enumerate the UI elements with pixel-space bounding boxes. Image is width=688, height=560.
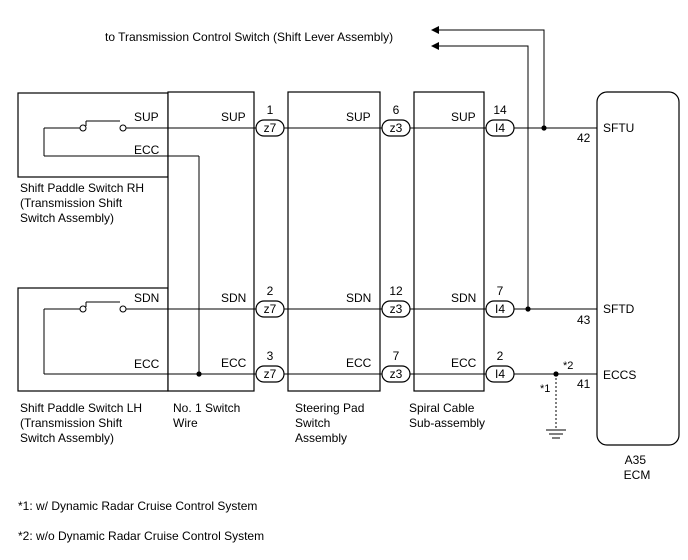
switch-wire-ecc-label: ECC [221,356,247,370]
connector-z3-ecc-text: z3 [390,367,403,381]
spiral-cable-sdn-label: SDN [451,291,476,305]
rh-ecc-label: ECC [134,143,160,157]
switch-wire-name: No. 1 Switch Wire [173,401,244,430]
no1-switch-wire-box [167,91,255,392]
ecm-sftu-label: SFTU [603,121,634,135]
footnote-2: *2: w/o Dynamic Radar Cruise Control Sys… [18,529,264,543]
ecm-pin-eccs: 41 [577,377,591,391]
rh-switch-contact-icon [119,124,127,132]
rh-sup-label: SUP [134,110,159,124]
spiral-cable-ecc-label: ECC [451,356,477,370]
spiral-cable-sup-label: SUP [451,110,476,124]
pin-z3-sup: 6 [393,103,400,117]
connector-z3-sup-text: z3 [390,121,403,135]
ecm-eccs-label: ECCS [603,368,636,382]
pin-z7-sup: 1 [267,103,274,117]
sdn-splice-dot [525,306,531,312]
switch-wire-sdn-label: SDN [221,291,246,305]
pin-i4-sdn: 7 [497,284,504,298]
ecm-pin-sftu: 42 [577,131,591,145]
mark-1: *1 [540,383,550,395]
lh-switch-contact-icon [79,305,87,313]
ecm-box [596,91,680,446]
lh-switch-contact-icon [119,305,127,313]
connector-z3-ecc [381,365,411,383]
rh-switch-contact-icon [79,124,87,132]
sup-splice-dot [541,125,547,131]
ecm-name: A35 ECM [624,453,651,482]
pin-z7-sdn: 2 [267,284,274,298]
connector-z3-sdn-text: z3 [390,302,403,316]
connector-z7-ecc [255,365,285,383]
top-note: to Transmission Control Switch (Shift Le… [105,30,393,44]
connector-i4-sup [485,119,515,137]
ecm-sftd-label: SFTD [603,302,635,316]
connector-i4-sdn [485,300,515,318]
connector-z7-sdn [255,300,285,318]
connector-z3-sdn [381,300,411,318]
connector-i4-sdn-text: I4 [495,302,505,316]
mark-2: *2 [563,360,573,372]
pin-i4-ecc: 2 [497,349,504,363]
connector-z7-sdn-text: z7 [264,302,277,316]
connector-i4-ecc-text: I4 [495,367,505,381]
arrow-sup-to-lever [431,26,545,127]
pin-z7-ecc: 3 [267,349,274,363]
connector-z7-sup-text: z7 [264,121,277,135]
spiral-cable-name: Spiral Cable Sub-assembly [409,401,485,430]
steering-pad-name: Steering Pad Switch Assembly [295,401,368,445]
rh-switch-name: Shift Paddle Switch RH (Transmission Shi… [20,181,147,225]
switch-wire-sup-label: SUP [221,110,246,124]
arrow-sdn-to-lever [431,42,529,308]
lh-ecc-label: ECC [134,357,160,371]
connector-z7-sup [255,119,285,137]
connector-z7-ecc-text: z7 [264,367,277,381]
steering-pad-ecc-label: ECC [346,356,372,370]
lh-sdn-label: SDN [134,291,159,305]
pin-z3-ecc: 7 [393,349,400,363]
steering-pad-box [287,91,381,392]
connector-i4-ecc [485,365,515,383]
lh-switch-name: Shift Paddle Switch LH (Transmission Shi… [20,401,145,445]
steering-pad-sup-label: SUP [346,110,371,124]
ecm-pin-sftd: 43 [577,313,591,327]
connector-z3-sup [381,119,411,137]
spiral-cable-box [413,91,485,392]
pin-z3-sdn: 12 [389,284,403,298]
steering-pad-sdn-label: SDN [346,291,371,305]
footnote-1: *1: w/ Dynamic Radar Cruise Control Syst… [18,499,257,513]
pin-i4-sup: 14 [493,103,507,117]
shift-paddle-switch-rh-box [17,92,169,178]
connector-i4-sup-text: I4 [495,121,505,135]
